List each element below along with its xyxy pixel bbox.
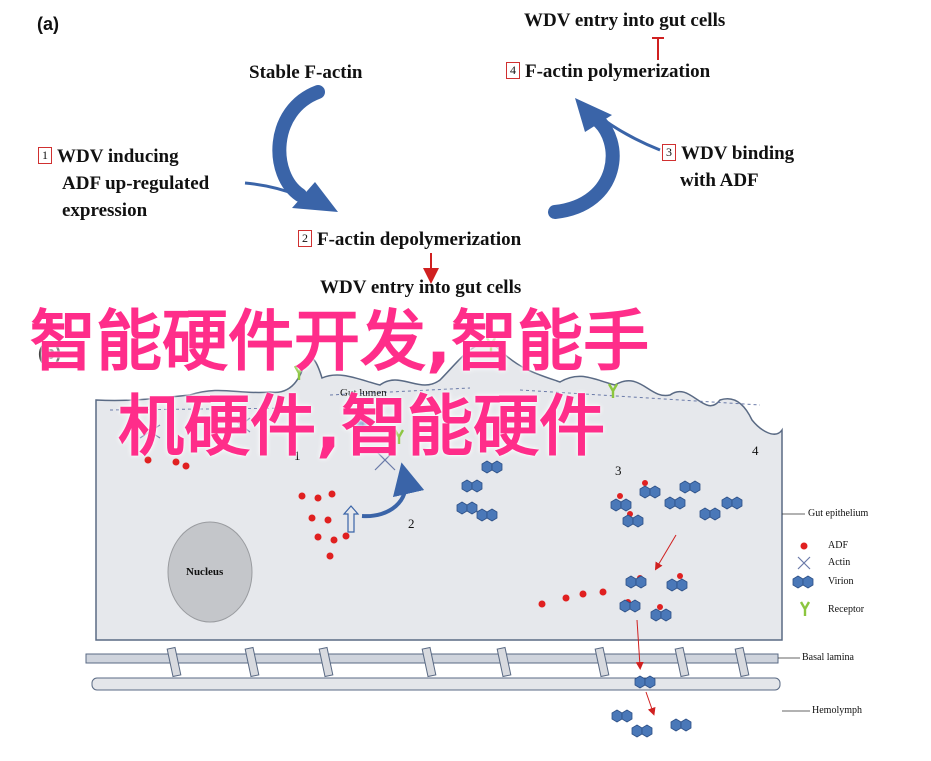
step-4-number: 4 xyxy=(506,62,520,79)
hemolymph-band xyxy=(91,677,781,691)
num-2: 2 xyxy=(408,516,415,531)
step-4: 4 F-actin polymerization xyxy=(506,61,710,83)
nucleus-label: Nucleus xyxy=(186,566,224,578)
step-1-line-1: WDV inducing xyxy=(57,146,179,167)
leader-lines xyxy=(778,513,810,712)
step-1-number: 1 xyxy=(38,147,52,164)
step-1-line-3: expression xyxy=(62,200,148,221)
left-cycle-arrow xyxy=(244,85,338,212)
transport-arrows xyxy=(635,534,677,716)
inhibition-marker xyxy=(652,37,664,60)
gut-epithelium-label: Gut epithelium xyxy=(808,508,869,519)
basal-posts xyxy=(166,646,750,678)
legend-virion: Virion xyxy=(828,576,854,587)
step-2-line-1: F-actin depolymerization xyxy=(317,229,522,250)
nucleus-shape xyxy=(167,521,253,623)
panel-a-label: (a) xyxy=(37,14,59,34)
step-2: 2 F-actin depolymerization xyxy=(298,229,521,251)
gut-lumen-label: Gut lumen xyxy=(340,387,387,399)
watermark-line-2: 机硬件,智能硬件 xyxy=(118,388,606,465)
hexagon-pair-icon xyxy=(792,575,814,589)
legend-adf: ADF xyxy=(828,540,849,551)
step-3-number: 3 xyxy=(662,144,676,161)
bottom-title: WDV entry into gut cells xyxy=(320,277,522,298)
step-1: 1 WDV inducing ADF up-regulated expressio… xyxy=(38,143,209,224)
gut-epithelium-cell xyxy=(95,342,783,641)
right-cycle-arrow xyxy=(548,98,661,219)
actin-filaments xyxy=(139,417,396,471)
legend-icons xyxy=(792,542,814,618)
step-2-number: 2 xyxy=(298,230,312,247)
step-4-line-1: F-actin polymerization xyxy=(525,61,711,82)
y-receptor-icon xyxy=(799,600,811,618)
step-3: 3 WDV binding with ADF xyxy=(662,140,794,194)
top-title: WDV entry into gut cells xyxy=(524,10,726,31)
hollow-up-arrow xyxy=(342,505,360,533)
microvilli-border xyxy=(109,387,761,411)
num-3: 3 xyxy=(615,463,622,478)
cross-icon xyxy=(797,556,811,570)
curved-arrow-2 xyxy=(361,462,425,519)
num-4: 4 xyxy=(752,443,759,458)
legend-receptor: Receptor xyxy=(828,604,865,615)
stable-factin-label: Stable F-actin xyxy=(249,62,363,83)
step-1-line-2: ADF up-regulated xyxy=(62,173,210,194)
basal-lamina-label: Basal lamina xyxy=(802,652,854,663)
watermark-line-1: 智能硬件开发,智能手 xyxy=(30,303,650,380)
step-3-line-1: WDV binding xyxy=(681,143,795,164)
num-1: 1 xyxy=(294,448,301,463)
legend-actin: Actin xyxy=(828,557,851,568)
step-3-line-2: with ADF xyxy=(680,170,759,191)
hemolymph-label: Hemolymph xyxy=(812,705,862,716)
panel-b-label: (b) xyxy=(38,343,61,363)
red-dot-icon xyxy=(800,542,808,550)
